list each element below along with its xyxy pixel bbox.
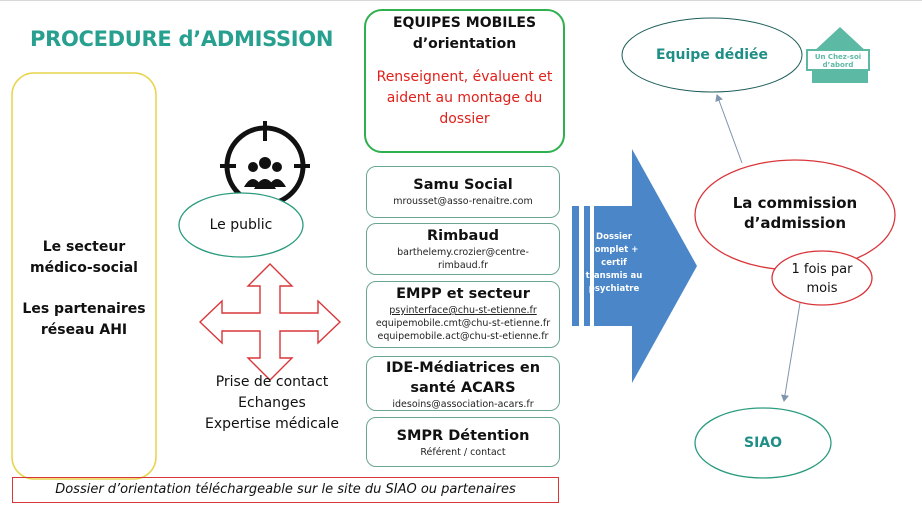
equipe-dediee-label: Equipe dédiée (655, 47, 769, 63)
sector-line1: Le secteur (42, 239, 126, 255)
equipes-description: Renseignent, évaluent et aident au monta… (376, 69, 553, 127)
partner-email: idesoins@association-acars.fr (392, 399, 534, 410)
partner-email: equipemobile.cmt@chu-st-etienne.fr (375, 318, 551, 329)
commission-label: La commission d’admission (732, 194, 858, 232)
four-way-arrow-icon (198, 263, 342, 381)
partner-email: mrousset@asso-renaitre.com (393, 196, 533, 207)
left-panel-partners: Les partenaires réseau AHI (14, 299, 154, 341)
partner-name: IDE-Médiatrices en santé ACARS (385, 360, 541, 396)
partner-name: SMPR Détention (396, 428, 530, 444)
partner-empp: EMPP et secteur psyinterface@chu-st-etie… (366, 281, 560, 348)
partners-line2: réseau AHI (40, 322, 128, 338)
partner-smpr: SMPR Détention Référent / contact (366, 417, 560, 467)
equipes-title: EQUIPES MOBILES (392, 15, 537, 31)
left-panel-border (11, 72, 157, 480)
frequency-ellipse (771, 250, 873, 306)
equipes-subtitle: d’orientation (412, 36, 517, 52)
partner-email: equipemobile.act@chu-st-etienne.fr (377, 331, 549, 342)
partner-ide-acars: IDE-Médiatrices en santé ACARS idesoins@… (366, 356, 560, 411)
partner-name: Samu Social (413, 177, 513, 193)
siao-ellipse (694, 407, 832, 479)
partner-contact: Référent / contact (420, 447, 506, 458)
partner-email: barthelemy.crozier@centre-rimbaud.fr (397, 247, 529, 271)
equipes-mobiles-box: EQUIPES MOBILES d’orientation Renseignen… (364, 9, 565, 153)
left-panel-sector: Le secteur médico-social (14, 237, 154, 279)
target-crowd-icon (220, 121, 310, 207)
action-contact: Prise de contact (215, 374, 329, 390)
svg-text:d’abord: d’abord (823, 61, 854, 69)
partner-email-link[interactable]: psyinterface@chu-st-etienne.fr (389, 305, 537, 316)
arrow-text: Dossier complet + certif transmis au psy… (585, 232, 643, 294)
partner-name: EMPP et secteur (396, 286, 530, 302)
partners-line1: Les partenaires (22, 301, 146, 317)
arrow-text-wrap: Dossier complet + certif transmis au psy… (586, 231, 643, 296)
actions-list: Prise de contact Echanges Expertise médi… (192, 372, 352, 435)
equipe-ellipse (621, 17, 803, 93)
partner-samu-social: Samu Social mrousset@asso-renaitre.com (366, 166, 560, 218)
partner-rimbaud: Rimbaud barthelemy.crozier@centre-rimbau… (366, 223, 560, 275)
action-expertise: Expertise médicale (205, 416, 339, 432)
chez-soi-logo: Un Chez-soi d’abord (806, 27, 870, 83)
public-ellipse (178, 192, 304, 258)
sector-line2: médico-social (30, 260, 138, 276)
frequency-label: 1 fois par mois (791, 262, 853, 296)
big-arrow (572, 149, 697, 383)
action-exchanges: Echanges (238, 395, 306, 411)
siao-label: SIAO (743, 435, 783, 451)
page-title: PROCEDURE d’ADMISSION (30, 27, 334, 51)
footer-note: Dossier d’orientation téléchargeable sur… (12, 477, 559, 503)
svg-text:Un Chez-soi: Un Chez-soi (815, 53, 861, 61)
arrow-to-siao (781, 302, 801, 402)
partner-name: Rimbaud (426, 228, 500, 244)
arrow-to-equipe (715, 94, 743, 164)
public-label: Le public (209, 217, 273, 233)
